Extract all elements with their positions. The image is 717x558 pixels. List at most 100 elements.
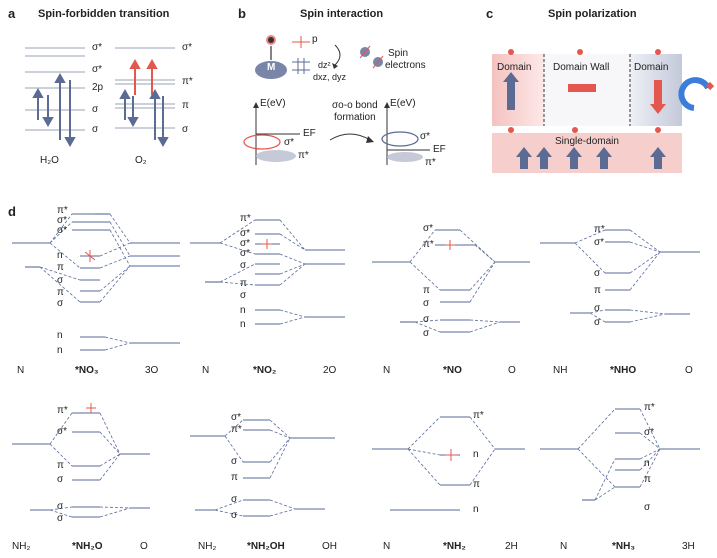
domain-right-label: Domain [634,62,669,73]
mo-label: π [57,262,64,273]
spin-label: Spin [388,48,409,59]
pi-right: π* [425,157,436,168]
atom-left-label: N [560,541,568,552]
mo-label: σ [57,275,64,286]
mo-label: π [644,474,651,485]
atom-left-label: N [383,541,391,552]
diagram-nh2o [12,403,150,518]
mo-label: n [473,449,479,460]
sigma-right: σ* [420,131,431,142]
o2-level-label: π [182,100,189,111]
ef-left: EF [303,128,316,139]
bond-label-1: σo-o bond [332,100,378,111]
adsorbate-label: *NO [443,365,462,376]
atom-right-label: OH [322,541,337,552]
mo-label: π [231,472,238,483]
panel-c-title: Spin polarization [548,8,637,20]
mo-label: π* [473,410,484,421]
mo-label: π [57,460,64,471]
panel-b-title: Spin interaction [300,8,384,20]
panel-c-letter: c [486,6,494,21]
domain-left-label: Domain [497,62,532,73]
mo-label: σ [240,260,247,271]
atom-right-label: O [508,365,516,376]
mo-label: π [473,479,480,490]
pi-left: π* [298,150,309,161]
mo-label: π [240,278,247,289]
mo-label: σ* [594,237,605,248]
mo-label: π* [57,405,68,416]
mo-label: π* [644,402,655,413]
mo-label: π [423,285,430,296]
mo-label: n [473,504,479,515]
panel-a-title: Spin-forbidden transition [38,8,170,20]
mo-label: σ [423,298,430,309]
atom-left-label: NH₂ [12,541,31,552]
bond-label-2: formation [334,112,376,123]
ef-right: EF [433,144,446,155]
adsorbate-label: *NH₃ [612,541,635,552]
p-label: p [312,34,318,45]
mo-label: σ* [423,223,434,234]
h2o-levels [25,47,85,148]
mo-label: σ [594,303,601,314]
atom-right-label: O [140,541,148,552]
mo-label: σ [231,510,238,521]
mo-label: σ* [644,427,655,438]
panel-a-letter: a [8,6,16,21]
mo-label: σ* [57,215,68,226]
mo-label: σ [57,474,64,485]
mo-label: π* [423,239,434,250]
sigma-left: σ* [284,137,295,148]
dxz-label: dxz, dyz [313,72,347,82]
adsorbate-label: *NHO [610,365,637,376]
atom-right-label: 2O [323,365,337,376]
h2o-level-label: 2p [92,82,104,93]
o2-level-label: σ [182,124,189,135]
o2-label: O₂ [135,155,147,166]
diagram-nho [540,229,700,323]
atom-left-label: N [383,365,391,376]
mo-label: σ* [231,412,242,423]
o2-levels [115,47,175,148]
mo-label: n [57,330,63,341]
mo-label: π [594,285,601,296]
h2o-level-label: σ* [92,64,103,75]
atom-right-label: 3O [145,365,159,376]
mo-label: σ* [240,248,251,259]
panel-d-letter: d [8,204,16,219]
h2o-label: H₂O [40,155,59,166]
mo-label: σ [594,317,601,328]
energy-axis-left: E(eV) [260,98,286,109]
atom-right-label: O [685,365,693,376]
atom-right-label: 2H [505,541,518,552]
mo-label: σ [423,314,430,325]
mo-label: π* [57,205,68,216]
mo-label: n [57,250,63,261]
mo-label: σ [231,494,238,505]
mo-label: n [644,458,650,469]
mo-label: n [240,319,246,330]
energy-axis-right: E(eV) [390,98,416,109]
mo-label: σ [594,268,601,279]
atom-left-label: N [17,365,25,376]
mo-label: σ* [57,426,68,437]
diagram-no3 [12,213,180,351]
mo-label: σ* [240,238,251,249]
mo-label: σ [57,501,64,512]
diagram-no2 [190,219,345,325]
adsorbate-label: *NH₂OH [247,541,285,552]
mo-label: π* [240,213,251,224]
metal-label: M [267,62,276,73]
diagram-nh2oh [190,419,335,517]
mo-label: π* [231,424,242,435]
mo-label: σ [240,290,247,301]
adsorbate-label: *NO₂ [253,365,277,376]
mo-label: σ [57,513,64,524]
mo-label: σ [231,456,238,467]
h2o-level-label: σ [92,124,99,135]
